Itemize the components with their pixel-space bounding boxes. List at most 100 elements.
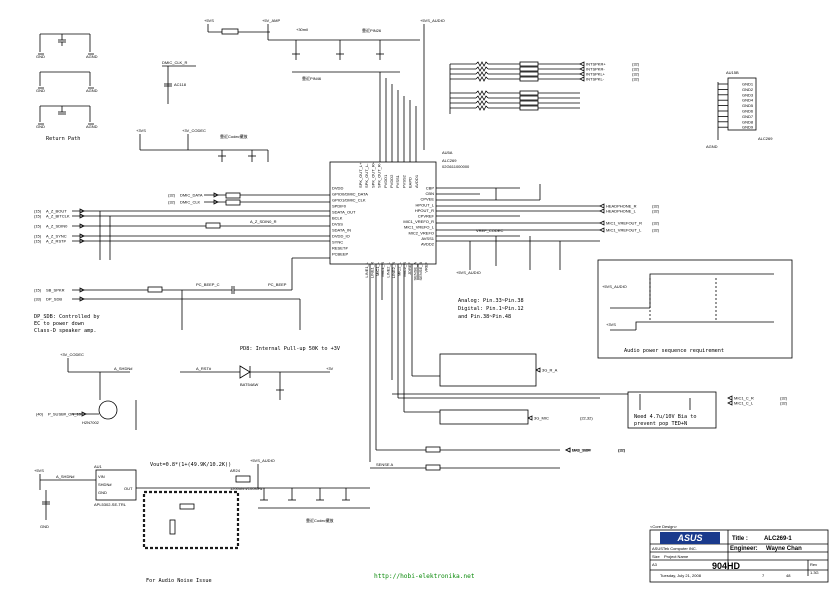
noise-issue-box	[142, 490, 240, 550]
audio-5v-filter: +5VS_AUDIO AR24 1200ohm/100MHz 靠近Codec擺放	[230, 458, 370, 523]
rail-5v-amp: +5V_AMP	[262, 18, 280, 23]
asus-logo	[660, 532, 720, 544]
codec-pin-bottom: SENSE_A	[413, 262, 418, 281]
size-value: A3	[652, 562, 658, 567]
right-connector-label: INTSPKL+	[586, 72, 606, 77]
right-connector-label: INTSPKR+	[586, 62, 606, 67]
left-signal-ref: (15)	[34, 288, 42, 293]
right-connector-ref: (32)	[652, 204, 660, 209]
top-power-section: +5VS +5V_AMP +5VS_AUDIO +30mil 靠近PIN26 靠…	[204, 18, 445, 150]
right-connector-label: HEADPHONE_L	[606, 209, 637, 214]
codec-pin-top: SPK_OUT_L-	[364, 163, 369, 188]
sense-a-label: SENSE A	[376, 462, 393, 467]
right-connector-label: MIC1_VREFOUT_L	[606, 228, 642, 233]
bat54aw-label: BAT54AW	[240, 382, 258, 387]
au1-pin-vin: VIN	[98, 474, 105, 479]
left-signal-ref: (15)	[34, 224, 42, 229]
title-label: Title :	[732, 536, 748, 542]
pd8-note: PD8: Internal Pull-up 50K to +3V	[240, 346, 340, 352]
codec-pin-bottom: LINE2_L	[386, 261, 391, 277]
rev-label: Rev	[810, 562, 817, 567]
resistor-ar104	[225, 199, 241, 206]
codec-pin-bottom: MIC2_L	[396, 261, 401, 276]
resistor-ar69	[425, 464, 441, 471]
codec-bottom-wires: SENSE A Analog: Pin.33~Pin.38 Digital: P…	[369, 264, 640, 471]
ferrite-au24	[235, 475, 251, 483]
left-signal-ref: (33)	[34, 297, 42, 302]
au15b-pin: GND7	[742, 114, 754, 119]
vout-formula: Vout=0.8*(1+(49.9K/10.2K))	[150, 462, 231, 468]
company-name: ASUSTek Computer INC.	[652, 546, 697, 551]
dp-sdb-note-1: DP_SDB: Controlled by	[34, 314, 100, 320]
dp-sdb-note-2: EC to power down	[34, 321, 84, 327]
codec-pin-right: HPOUT_L	[416, 202, 435, 207]
codec-pin-bottom: LINE1_R	[369, 262, 374, 278]
speaker-output-bus	[379, 64, 451, 162]
codec-part: ALC269	[442, 158, 457, 163]
speaker-resistor-bank	[450, 61, 580, 111]
au15b-pin: GND1	[742, 82, 754, 87]
connector-au15b: AU15B ALC269 GND1GND2GND3GND4GND5GND6GND…	[706, 70, 773, 149]
mosfet-aq1	[98, 400, 118, 420]
codec-near-pin26: 靠近PIN26	[362, 27, 382, 33]
codec-pin-bottom: VREF	[423, 261, 428, 272]
left-signal-name: DP_SDB	[46, 297, 62, 302]
codec-left-pins: DVDDGPIO0/DMIC_DATAGPIO1/DMIC_CLKSPDIF0S…	[332, 186, 368, 257]
left-signal-ref: (40)	[36, 412, 44, 417]
left-signal-ref: (15)	[34, 239, 42, 244]
resistor-ar8	[179, 503, 195, 510]
a-z-sdin0-r-label: A_Z_SDIN0_R	[250, 219, 277, 224]
right-connector-label: MIC1_C_L	[734, 401, 754, 406]
dmic-clk-r-label: DMIC_CLK_R	[162, 60, 187, 65]
left-signal-ref: (15)	[34, 234, 42, 239]
3g-mic-box	[439, 409, 529, 425]
codec-pin-left: RESET#	[332, 246, 348, 251]
right-connector-ref: (32)	[652, 209, 660, 214]
h2n7002-label: H2N7002	[82, 420, 100, 425]
rail-5vs-audio-3: +5VS_AUDIO	[250, 458, 275, 463]
rail-30mil: +30mil	[296, 27, 308, 32]
rail-5vs-audio: +5VS_AUDIO	[420, 18, 445, 23]
codec-pin-top: PVDD2	[389, 174, 394, 188]
a-shdn-label: A_SHDN#	[114, 366, 133, 371]
codec-right-wires: +5VS_AUDIO VREF_CODEC	[436, 184, 600, 275]
au15b-pin: GND6	[742, 109, 754, 114]
right-connector-label: HEADPHONE_R	[606, 204, 637, 209]
right-connector-label: MIC1_VREFOUT_R	[606, 221, 642, 226]
date-value: Tuesday, July 21, 2008	[660, 573, 702, 578]
pc-beep-section: PC_BEEP_C PC_BEEP DP_SDB: Controlled by …	[34, 257, 330, 334]
agnd-label-3: AGND	[86, 124, 98, 129]
right-connector-ref: (32)	[652, 221, 660, 226]
au15b-ref: AU15B	[726, 70, 739, 75]
codec-pin-top: PVDD1	[383, 174, 388, 188]
rail-5vs-audio-2: +5VS_AUDIO	[456, 270, 481, 275]
left-signal-name: A_Z_SYNC	[46, 234, 67, 239]
power-seq-title: Audio power sequence requirement	[624, 348, 724, 354]
left-signal-name: A_Z_RST#	[46, 239, 67, 244]
codec-pin-top: EAPD	[408, 177, 413, 188]
return-path-note: Return Path	[46, 136, 80, 142]
left-signal-name: P_SUSB#_ON_10	[48, 412, 82, 417]
au1-pin-gnd: GND	[98, 490, 107, 495]
au15b-pin: GND9	[742, 125, 754, 130]
left-signal-ref: (32)	[168, 193, 176, 198]
codec-top-pins: SPK_OUT_L+SPK_OUT_L-SPK_OUT_R+SPK_OUT_R-…	[358, 161, 419, 188]
gnd-label-1: GND	[36, 54, 45, 59]
right-connector-ref: (32)	[780, 401, 788, 406]
codec-near-pin46: 靠近PIN46	[302, 75, 322, 81]
rev-value: 1.3G	[810, 570, 819, 575]
right-connector-label: INTSPKR-	[586, 67, 605, 72]
codec-near-note-1: 靠近Codec擺放	[220, 133, 248, 139]
watermark-text: http://hobi-elektronika.net	[374, 573, 475, 580]
engineer-value: Wayne Chan	[766, 546, 802, 552]
codec-pin-left: DVDD	[332, 186, 343, 191]
resistor-ar1	[205, 222, 221, 229]
right-connector-label: 3G_MIC	[534, 416, 549, 421]
codec-pin-bottom: MIC1_R	[380, 262, 385, 277]
ferrite-spec: 1200ohm/100MHz	[230, 486, 263, 491]
codec-pin-left: SDATA_IN	[332, 228, 351, 233]
az-bus: A_Z_SDIN0_R	[72, 210, 330, 260]
vref-codec-label: VREF_CODEC	[476, 228, 503, 233]
project-value: 904HD	[712, 561, 741, 571]
codec-pin-left: BCLK	[332, 216, 343, 221]
